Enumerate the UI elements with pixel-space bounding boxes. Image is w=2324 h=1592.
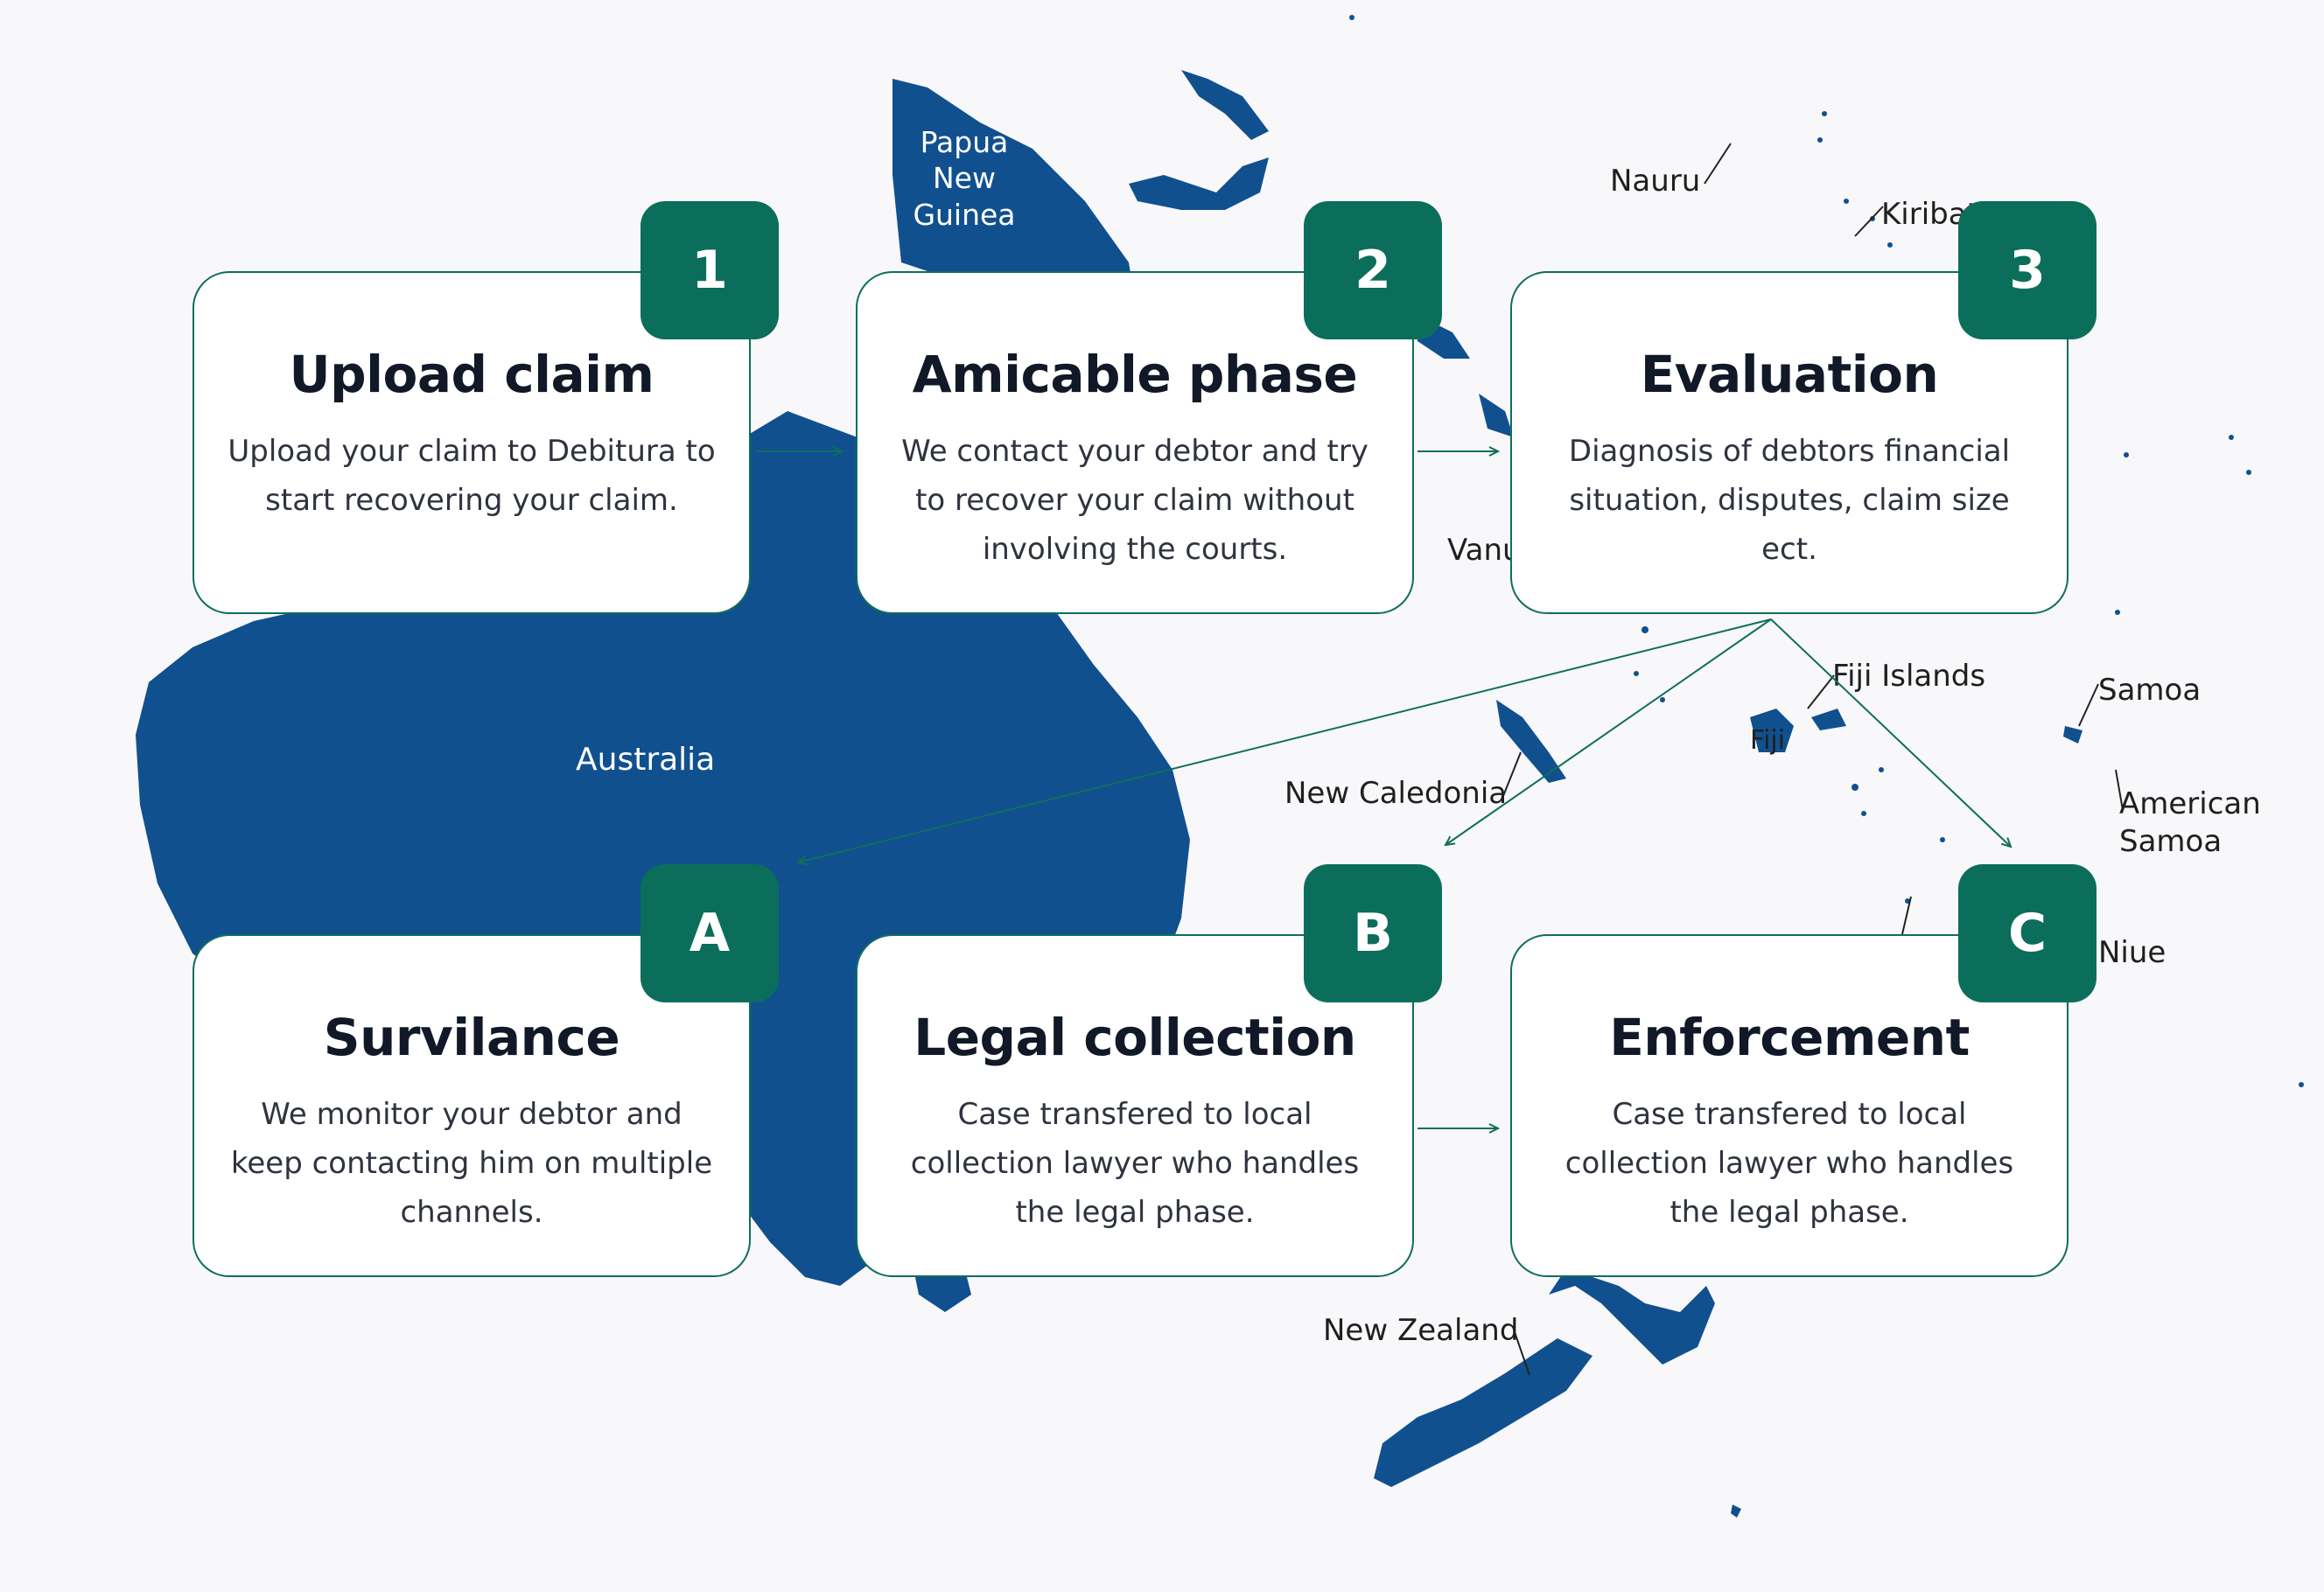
step-card-evaluation: 3 Evaluation Diagnosis of debtors financ…	[1510, 201, 2096, 614]
step-title: Legal collection	[914, 1008, 1356, 1067]
step-description: We contact your debtor and try to recove…	[901, 434, 1368, 567]
map-label-new-caledonia: New Caledonia	[1284, 776, 1508, 811]
step-card-legal-collection: B Legal collection Case transfered to lo…	[856, 864, 1442, 1277]
step-badge: 1	[640, 201, 779, 339]
step-card-survilance: A Survilance We monitor your debtor and …	[192, 864, 779, 1277]
step-title: Enforcement	[1609, 1008, 1970, 1067]
map-label-australia: Australia	[576, 742, 716, 778]
map-label-new-zealand: New Zealand	[1323, 1313, 1519, 1348]
step-badge: 3	[1958, 201, 2096, 339]
map-label-samoa: Samoa	[2098, 673, 2202, 708]
step-card-upload-claim: 1 Upload claim Upload your claim to Debi…	[192, 201, 779, 614]
step-title: Upload claim	[289, 345, 654, 404]
step-description: Case transfered to local collection lawy…	[910, 1097, 1360, 1230]
step-description: We monitor your debtor and keep contacti…	[230, 1097, 713, 1230]
papua-landmass	[892, 79, 1138, 315]
new-caledonia-landmass	[1496, 700, 1566, 783]
step-card-enforcement: C Enforcement Case transfered to local c…	[1510, 864, 2096, 1277]
step-card-amicable-phase: 2 Amicable phase We contact your debtor …	[856, 201, 1442, 614]
step-title: Amicable phase	[912, 345, 1358, 404]
map-label-nauru: Nauru	[1610, 164, 1701, 199]
map-label-fiji-islands: Fiji Islands	[1832, 659, 1986, 694]
new-zealand-south-landmass	[1374, 1338, 1592, 1487]
map-label-papua: Papua New Guinea	[913, 125, 1016, 232]
step-badge: B	[1304, 864, 1442, 1002]
step-title: Evaluation	[1640, 345, 1939, 404]
map-label-fiji: Fiji	[1750, 725, 1786, 756]
step-title: Survilance	[323, 1008, 620, 1067]
step-badge: 2	[1304, 201, 1442, 339]
step-description: Case transfered to local collection lawy…	[1564, 1097, 2014, 1230]
map-label-niue: Niue	[2098, 935, 2166, 970]
map-label-american-samoa: American Samoa	[2119, 786, 2261, 859]
step-description: Diagnosis of debtors financial situation…	[1568, 434, 2011, 567]
step-badge: C	[1958, 864, 2096, 1002]
step-badge: A	[640, 864, 779, 1002]
step-description: Upload your claim to Debitura to start r…	[228, 434, 716, 518]
new-zealand-north-landmass	[1549, 1268, 1715, 1365]
